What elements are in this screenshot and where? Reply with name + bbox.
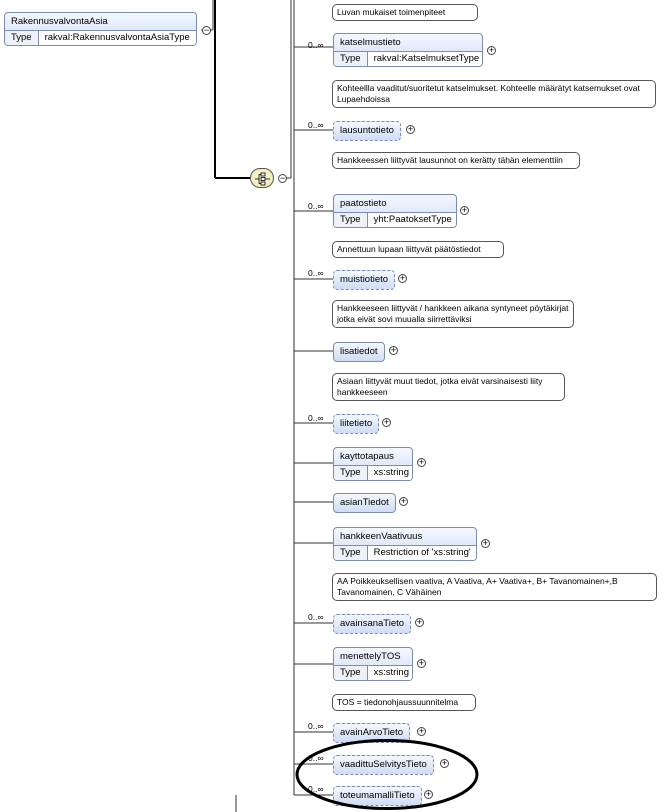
multiplicity-paatostieto: 0..∞ [308, 201, 324, 211]
multiplicity-avainArvoTieto: 0..∞ [308, 721, 324, 731]
element-toteumamalliTieto[interactable]: toteumamalliTieto [333, 786, 422, 806]
root-element[interactable]: RakennusvalvontaAsia Type rakval:Rakennu… [4, 12, 197, 46]
element-menettelyTOS[interactable]: menettelyTOS Type xs:string [333, 647, 413, 681]
element-hankkeenVaativuus[interactable]: hankkeenVaativuus Type Restriction of 'x… [333, 527, 477, 561]
element-lisatiedot[interactable]: lisatiedot [333, 342, 385, 362]
expand-icon-vaadittuSelvitysTieto[interactable]: + [440, 758, 449, 768]
annotation-hankkeenVaativuus: AA Poikkeuksellisen vaativa, A Vaativa, … [332, 573, 657, 601]
expand-icon-avainArvoTieto[interactable]: + [417, 726, 426, 736]
expand-icon-hankkeenVaativuus[interactable]: + [481, 538, 490, 548]
multiplicity-vaadittuSelvitysTieto: 0..∞ [308, 753, 324, 763]
annotation-menettelyTOS: TOS = tiedonohjaussuunnitelma [332, 694, 476, 711]
element-katselmustieto[interactable]: katselmustieto Type rakval:KatselmuksetT… [333, 33, 483, 67]
multiplicity-katselmustieto: 0..∞ [308, 40, 324, 50]
annotation-luvan-mukaiset: Luvan mukaiset toimenpiteet [332, 4, 478, 21]
expand-icon-katselmustieto[interactable]: + [487, 45, 496, 55]
expand-icon-lisatiedot[interactable]: + [389, 345, 398, 355]
expand-icon-toteumamalliTieto[interactable]: + [424, 789, 433, 799]
root-element-name: RakennusvalvontaAsia [11, 16, 108, 27]
expand-icon-menettelyTOS[interactable]: + [417, 658, 426, 668]
element-paatostieto[interactable]: paatostieto Type yht:PaatoksetType [333, 194, 457, 228]
sequence-collapse-icon[interactable]: − [278, 173, 287, 183]
expand-icon-lausuntotieto[interactable]: + [406, 124, 415, 134]
expand-icon-avainsanaTieto[interactable]: + [415, 617, 424, 627]
annotation-lausuntotieto: Hankkeessen liittyvät lausunnot on kerät… [332, 152, 580, 169]
annotation-lisatiedot: Asiaan liittyvät muut tiedot, jotka eivä… [332, 373, 565, 401]
element-liitetieto[interactable]: liitetieto [333, 414, 380, 434]
multiplicity-muistiotieto: 0..∞ [308, 268, 324, 278]
multiplicity-toteumamalliTieto: 0..∞ [308, 784, 324, 794]
expand-icon-paatostieto[interactable]: + [460, 205, 469, 215]
element-lausuntotieto[interactable]: lausuntotieto [333, 121, 401, 141]
multiplicity-lausuntotieto: 0..∞ [308, 120, 324, 130]
multiplicity-liitetieto: 0..∞ [308, 413, 324, 423]
element-avainsanaTieto[interactable]: avainsanaTieto [333, 614, 412, 634]
highlight-ellipse [295, 739, 479, 810]
element-avainArvoTieto[interactable]: avainArvoTieto [333, 723, 411, 743]
root-collapse-icon[interactable]: − [202, 25, 211, 35]
annotation-paatostieto: Annettuun lupaan liittyvät päätöstiedot [332, 241, 504, 258]
multiplicity-avainsanaTieto: 0..∞ [308, 612, 324, 622]
annotation-katselmustieto: Kohteellla vaaditut/suoritetut katselmuk… [332, 80, 656, 108]
expand-icon-asianTiedot[interactable]: + [399, 496, 408, 506]
element-vaadittuSelvitysTieto[interactable]: vaadittuSelvitysTieto [333, 755, 434, 775]
expand-icon-kayttotapaus[interactable]: + [417, 457, 426, 467]
element-kayttotapaus[interactable]: kayttotapaus Type xs:string [333, 447, 413, 481]
annotation-muistiotieto: Hankkeeseen liittyvät / hankkeen aikana … [332, 300, 574, 328]
element-asianTiedot[interactable]: asianTiedot [333, 493, 396, 513]
sequence-compositor-icon[interactable] [250, 168, 274, 188]
expand-icon-liitetieto[interactable]: + [382, 417, 391, 427]
element-muistiotieto[interactable]: muistiotieto [333, 270, 396, 290]
root-element-type-row: Type rakval:RakennusvalvontaAsiaType [5, 30, 196, 45]
expand-icon-muistiotieto[interactable]: + [398, 273, 407, 283]
